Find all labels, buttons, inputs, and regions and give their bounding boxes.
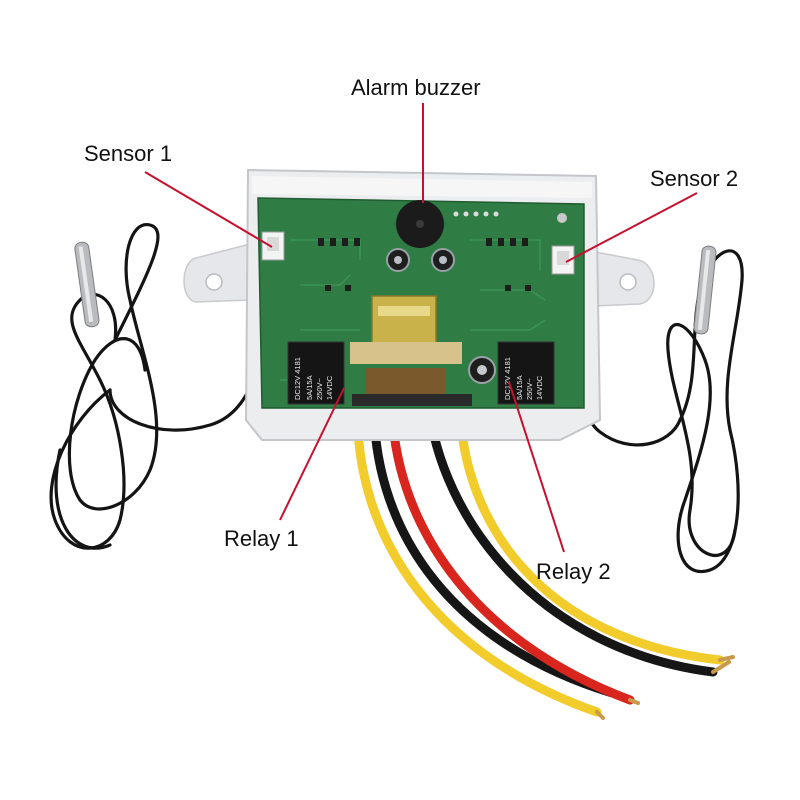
output-wires [353,395,735,720]
relay-2-callout-line [508,381,565,553]
sensor-2-cable [570,249,744,574]
relay-1-marking-4: 14VDC [325,375,334,400]
transformer [371,295,437,345]
relay-1-label: Relay 1 [224,526,299,551]
relay-2-label: Relay 2 [536,559,611,584]
alarm-buzzer-label: Alarm buzzer [351,75,481,100]
callout-lines [144,103,698,553]
wire-terminals [352,394,472,406]
relay-2-marking-2: 5A/15A [515,375,524,400]
wire-yellow-left [353,395,602,717]
relay-2-marking-1: DC12V 4181 [503,357,512,400]
relay-2: DC12V 4181 5A/15A 250V~ 14VDC [497,341,555,405]
relay-1-marking-1: DC12V 4181 [293,357,302,400]
wire-black-right [423,395,718,677]
relay-1: DC12V 4181 5A/15A 250V~ 14VDC [287,341,345,405]
sensor-1-label: Sensor 1 [84,141,173,166]
sensor-2-label: Sensor 2 [650,166,739,191]
mounting-ear-left [183,243,251,303]
sensor-1-callout-line [144,171,273,248]
wire-black-left [369,395,617,698]
wire-red [387,395,635,705]
relay-2-marking-3: 250V~ [525,377,534,400]
sensor-1-cable [49,223,272,550]
sensor-2-callout-line [565,192,698,263]
relay-1-marking-3: 250V~ [315,377,324,400]
relay-1-callout-line [279,387,345,521]
relay-2-marking-4: 14VDC [535,375,544,400]
wire-yellow-right [455,395,725,665]
relay-1-marking-2: 5A/15A [305,375,314,400]
